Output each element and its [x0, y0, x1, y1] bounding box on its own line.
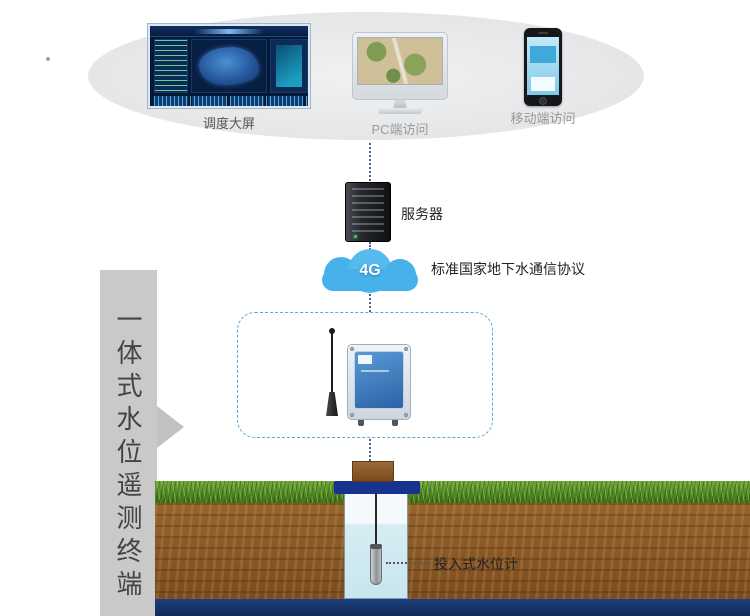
connector-terminal-wellhead	[369, 439, 371, 461]
rtu-screw	[350, 347, 354, 351]
pc-base	[378, 108, 422, 114]
antenna-base-icon	[326, 392, 338, 416]
rtu-screw	[404, 347, 408, 351]
sensor-cable	[375, 493, 377, 549]
rtu-screw	[350, 413, 354, 417]
terminal-band-label: 一体式水位遥测终端	[113, 305, 143, 603]
4g-cloud-icon: 4G	[318, 249, 422, 293]
grass-layer	[155, 481, 750, 503]
rtu-screw	[404, 413, 408, 417]
dashboard-chart-strip	[154, 96, 308, 106]
smartphone-home-button	[539, 97, 547, 105]
connector-cloud-terminal	[369, 291, 371, 312]
rtu-cable-gland	[392, 420, 398, 426]
rtu-dashed-frame	[237, 312, 493, 438]
terminal-arrow-icon	[157, 406, 184, 448]
rtu-cable-gland	[358, 420, 364, 426]
dashboard-map-panel	[191, 39, 267, 93]
pc-logo-icon	[46, 57, 50, 61]
big-screen-label: 调度大屏	[202, 116, 255, 131]
connector-platform-server	[369, 143, 371, 181]
dashboard-side-panel	[270, 39, 308, 93]
rtu-panel-line	[361, 370, 389, 372]
smartphone-speaker	[538, 32, 548, 34]
connector-server-cloud	[369, 242, 371, 250]
antenna-rod-icon	[331, 332, 333, 392]
server-tower	[345, 182, 391, 242]
pc-access-label: PC端访问	[371, 122, 429, 137]
smartphone	[524, 28, 562, 106]
sensor-label: 投入式水位计	[434, 556, 518, 572]
smartphone-screen	[527, 37, 559, 95]
rtu-front-panel	[354, 351, 404, 409]
pc-map-screen	[357, 37, 443, 85]
antenna-tip-icon	[329, 328, 335, 334]
terminal-band	[100, 270, 157, 616]
rtu-logo-tag	[358, 355, 372, 364]
rtu-device	[347, 344, 411, 420]
pc-stand	[393, 100, 407, 109]
server-label: 服务器	[401, 206, 443, 222]
dashboard-titlebar	[150, 26, 308, 37]
groundwater-layer	[155, 599, 750, 616]
water-level-sensor	[370, 544, 382, 585]
sensor-leader-line	[386, 562, 430, 564]
pc-monitor	[352, 32, 448, 100]
wellhead-cap	[334, 481, 420, 494]
soil-layer	[155, 503, 750, 599]
cloud-4g-label: 4G	[359, 262, 381, 279]
wellhead-base-block	[352, 461, 394, 482]
dashboard-screen	[148, 24, 310, 108]
cloud-base	[322, 269, 418, 291]
dashboard-data-panel	[154, 39, 188, 93]
protocol-label: 标准国家地下水通信协议	[431, 261, 585, 277]
mobile-access-label: 移动端访问	[510, 111, 576, 126]
